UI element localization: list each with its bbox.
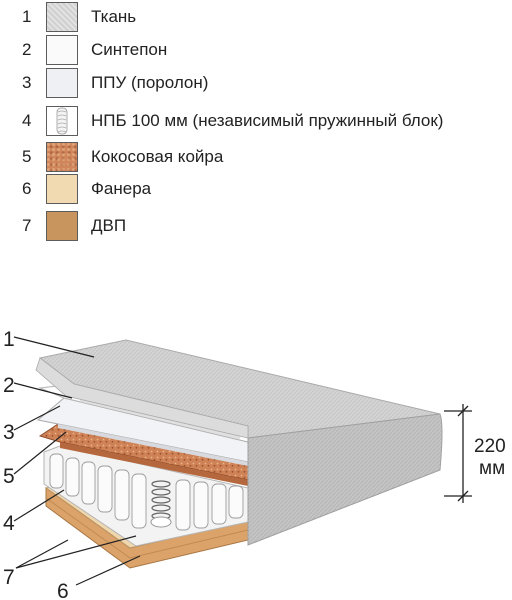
legend-number: 5 xyxy=(22,147,32,166)
legend-label: ДВП xyxy=(91,216,127,235)
legend-label: ППУ (поролон) xyxy=(91,73,209,92)
fiberboard-swatch-icon xyxy=(46,211,78,241)
foam-swatch-icon xyxy=(46,68,78,98)
height-dimension xyxy=(444,404,472,503)
callout-4: 4 xyxy=(3,512,15,535)
dimension-unit: мм xyxy=(479,458,505,479)
legend-item-plywood: 6 Фанера xyxy=(0,172,512,206)
legend-number: 7 xyxy=(22,216,32,235)
fabric-cover xyxy=(35,339,443,546)
callout-7: 7 xyxy=(3,566,15,589)
sintepon-swatch-icon xyxy=(46,35,78,65)
spring-swatch-icon xyxy=(46,106,78,136)
legend-number: 1 xyxy=(22,7,32,26)
legend-number: 3 xyxy=(22,73,32,92)
spring-pocket xyxy=(150,516,172,528)
legend-number: 2 xyxy=(22,40,32,59)
dimension-value: 220 xyxy=(474,436,506,457)
spring-columns xyxy=(49,453,244,531)
callout-2: 2 xyxy=(3,374,15,397)
legend-item-fabric: 1 Ткань xyxy=(0,0,512,34)
coir-swatch-icon xyxy=(46,142,78,172)
callout-3: 3 xyxy=(3,421,15,444)
legend-label: Синтепон xyxy=(91,40,168,59)
legend-item-sintepon: 2 Синтепон xyxy=(0,33,512,67)
legend-item-spring-block: 4 НПБ 100 мм (независимый пружинный блок… xyxy=(0,104,512,138)
legend-label: Фанера xyxy=(91,179,152,198)
callout-5: 5 xyxy=(3,465,15,488)
legend-number: 6 xyxy=(22,179,32,198)
legend-label: Ткань xyxy=(91,7,137,26)
legend-item-foam: 3 ППУ (поролон) xyxy=(0,66,512,100)
legend-item-fiberboard: 7 ДВП xyxy=(0,209,512,243)
legend-label: НПБ 100 мм (независимый пружинный блок) xyxy=(91,111,444,130)
callout-6: 6 xyxy=(57,580,69,600)
leader-lines xyxy=(13,336,141,586)
legend-label: Кокосовая койра xyxy=(91,147,224,166)
callout-1: 1 xyxy=(3,328,15,351)
legend-item-coir: 5 Кокосовая койра xyxy=(0,140,512,174)
legend-number: 4 xyxy=(22,111,32,130)
fabric-swatch-icon xyxy=(46,2,78,32)
plywood-swatch-icon xyxy=(46,174,78,204)
